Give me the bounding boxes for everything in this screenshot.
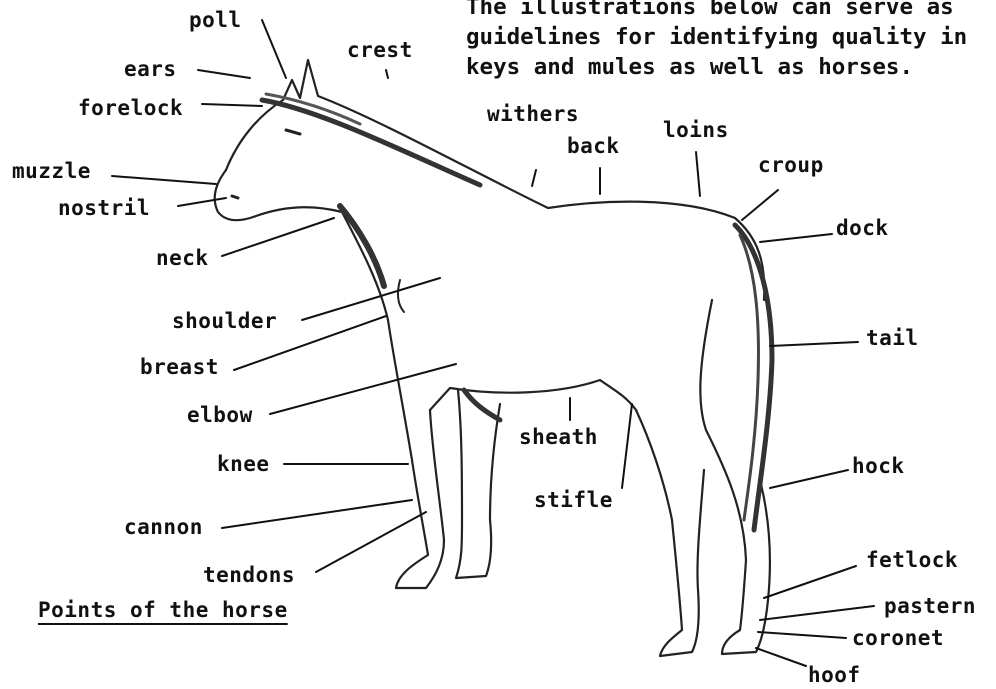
leader-shoulder <box>302 278 440 320</box>
label-ears: ears <box>124 59 177 80</box>
horse-eye <box>286 130 300 134</box>
horse-mane <box>262 100 480 185</box>
label-stifle: stifle <box>534 490 613 511</box>
leader-pastern <box>760 606 874 620</box>
label-knee: knee <box>217 454 270 475</box>
horse-belly <box>430 380 636 410</box>
leader-hoof <box>756 648 806 666</box>
label-nostril: nostril <box>58 198 150 219</box>
label-dock: dock <box>836 218 889 239</box>
label-hoof: hoof <box>808 665 861 686</box>
label-breast: breast <box>140 357 219 378</box>
leader-crest <box>386 70 388 78</box>
leader-elbow <box>270 364 456 414</box>
label-loins: loins <box>663 120 729 141</box>
label-hock: hock <box>852 456 905 477</box>
label-shoulder: shoulder <box>172 311 277 332</box>
figure-caption: Points of the horse <box>38 598 288 622</box>
leader-neck <box>222 218 334 256</box>
horse-drawing <box>215 60 772 656</box>
leader-tendons <box>316 512 426 572</box>
leader-muzzle <box>112 176 216 184</box>
leader-hock <box>770 470 848 488</box>
leader-stifle <box>622 404 632 488</box>
horse-near-hindleg <box>636 410 704 656</box>
label-croup: croup <box>758 155 824 176</box>
leader-tail <box>770 342 858 346</box>
leader-nostril <box>178 198 226 206</box>
leader-fetlock <box>764 566 856 598</box>
leader-cannon <box>222 500 412 528</box>
label-coronet: coronet <box>852 628 944 649</box>
label-cannon: cannon <box>124 517 203 538</box>
label-crest: crest <box>347 40 413 61</box>
label-poll: poll <box>189 10 242 31</box>
label-sheath: sheath <box>519 427 598 448</box>
label-back: back <box>567 136 620 157</box>
leader-loins <box>696 152 700 196</box>
label-withers: withers <box>487 104 579 125</box>
leader-croup <box>742 190 778 220</box>
label-muzzle: muzzle <box>12 161 91 182</box>
leader-coronet <box>758 632 846 638</box>
leader-withers <box>532 170 536 186</box>
label-tendons: tendons <box>203 565 295 586</box>
label-neck: neck <box>156 248 209 269</box>
horse-neck-shade <box>340 206 384 286</box>
horse-tail <box>735 225 772 530</box>
label-fetlock: fetlock <box>866 550 958 571</box>
leader-dock <box>760 234 832 242</box>
horse-outline-top <box>226 60 764 300</box>
label-tail: tail <box>866 328 919 349</box>
leader-forelock <box>202 104 262 106</box>
leader-poll <box>262 20 286 78</box>
label-elbow: elbow <box>187 405 253 426</box>
label-pastern: pastern <box>884 596 976 617</box>
horse-near-foreleg <box>342 212 444 588</box>
label-forelock: forelock <box>78 98 183 119</box>
leader-ears <box>198 70 250 78</box>
horse-nostril <box>232 196 238 198</box>
